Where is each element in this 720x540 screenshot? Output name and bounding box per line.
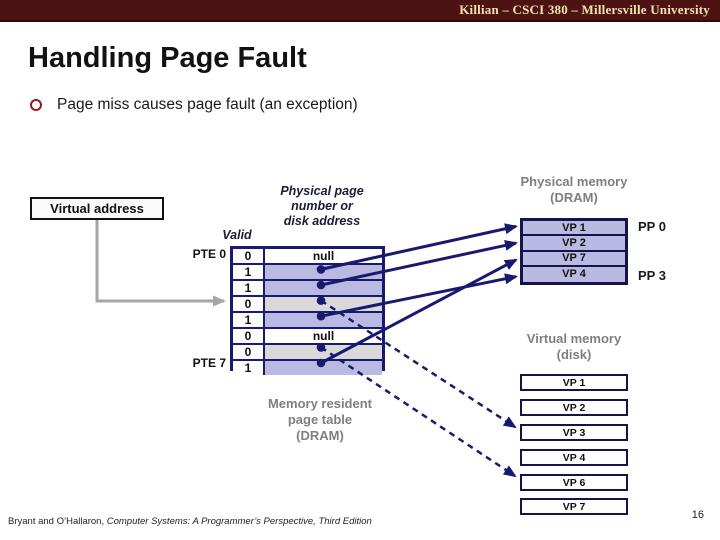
footer-book-title: Computer Systems: A Programmer’s Perspec… <box>106 516 372 527</box>
page-table-row: 1 <box>233 281 382 297</box>
valid-cell: 0 <box>233 297 265 311</box>
address-cell: null <box>265 249 382 263</box>
physical-memory-row: VP 2 <box>523 236 625 252</box>
valid-cell: 0 <box>233 345 265 359</box>
physical-memory-row: VP 4 <box>523 266 625 282</box>
virtual-address-label: Virtual address <box>30 197 164 220</box>
virtual-memory-title: Virtual memory (disk) <box>504 331 644 363</box>
address-cell: null <box>265 329 382 343</box>
page-title: Handling Page Fault <box>28 42 307 74</box>
valid-cell: 0 <box>233 249 265 263</box>
disk-page-box: VP 7 <box>520 498 628 515</box>
page-number: 16 <box>691 509 704 521</box>
pte0-label: PTE 0 <box>192 247 226 261</box>
valid-cell: 1 <box>233 265 265 279</box>
disk-page-box: VP 1 <box>520 374 628 391</box>
page-table-caption: Memory resident page table (DRAM) <box>250 396 390 444</box>
page-table-row: 1 <box>233 361 382 375</box>
pp3-label: PP 3 <box>638 268 666 283</box>
caption-line: Virtual memory <box>526 331 622 346</box>
caption-line: (DRAM) <box>296 428 344 443</box>
valid-cell: 1 <box>233 281 265 295</box>
ppn-header-line: number or <box>291 199 353 213</box>
disk-page-box: VP 3 <box>520 424 628 441</box>
valid-cell: 1 <box>233 313 265 327</box>
caption-line: Physical memory <box>520 174 628 189</box>
caption-line: (DRAM) <box>550 190 598 205</box>
page-table: 0 null 1 1 0 1 0 null 0 1 <box>230 246 385 375</box>
footer-credit: Bryant and O’Hallaron, Computer Systems:… <box>8 516 372 527</box>
pte7-label: PTE 7 <box>192 356 226 370</box>
ppn-header-line: disk address <box>283 214 361 228</box>
page-table-row: 0 null <box>233 329 382 345</box>
ppn-header-line: Physical page <box>280 184 364 198</box>
disk-page-box: VP 2 <box>520 399 628 416</box>
address-cell <box>265 281 382 295</box>
page-table-row: 0 null <box>233 249 382 265</box>
bullet-item: Page miss causes page fault (an exceptio… <box>30 96 358 114</box>
bullet-circle-icon <box>30 99 42 111</box>
ppn-column-header: Physical page number or disk address <box>252 184 392 229</box>
caption-line: Memory resident <box>267 396 373 411</box>
disk-page-box: VP 4 <box>520 449 628 466</box>
physical-memory-row: VP 1 <box>523 221 625 237</box>
address-cell <box>265 297 382 311</box>
valid-cell: 1 <box>233 361 265 375</box>
address-cell <box>265 313 382 327</box>
physical-memory-title: Physical memory (DRAM) <box>504 174 644 206</box>
page-table-row: 0 <box>233 297 382 313</box>
pp0-label: PP 0 <box>638 219 666 234</box>
physical-memory-row: VP 7 <box>523 251 625 267</box>
address-cell <box>265 361 382 375</box>
caption-line: (disk) <box>556 347 592 362</box>
physical-memory-table: VP 1 VP 2 VP 7 VP 4 <box>520 218 628 285</box>
valid-cell: 0 <box>233 329 265 343</box>
page-table-row: 0 <box>233 345 382 361</box>
header-bar: Killian – CSCI 380 – Millersville Univer… <box>0 0 720 22</box>
valid-column-header: Valid <box>222 228 252 242</box>
header-bar-text: Killian – CSCI 380 – Millersville Univer… <box>459 2 710 17</box>
address-cell <box>265 265 382 279</box>
page-table-row: 1 <box>233 313 382 329</box>
bullet-text: Page miss causes page fault (an exceptio… <box>57 96 358 113</box>
disk-page-box: VP 6 <box>520 474 628 491</box>
page-table-row: 1 <box>233 265 382 281</box>
caption-line: page table <box>287 412 353 427</box>
footer-authors: Bryant and O’Hallaron, <box>8 516 107 527</box>
address-cell <box>265 345 382 359</box>
